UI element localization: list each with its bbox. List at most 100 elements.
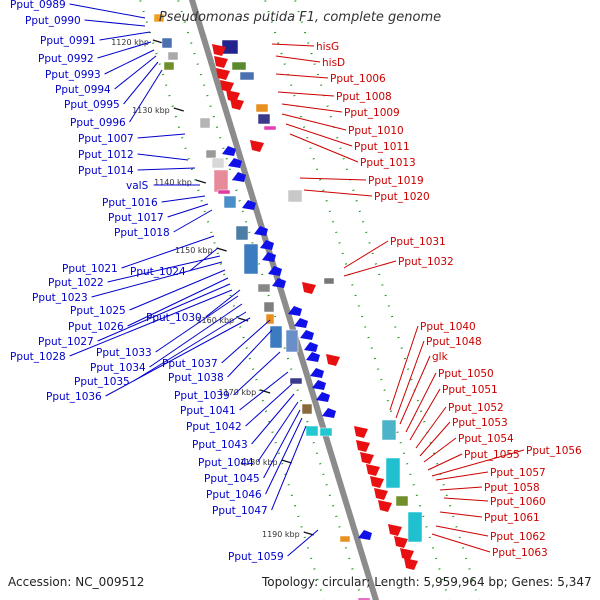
gene-block	[161, 37, 173, 49]
forward-gene-arrow	[222, 146, 236, 156]
gene-label-right: Pput_1020	[374, 191, 430, 203]
forward-gene-arrow	[228, 158, 242, 168]
leader-line-left	[137, 153, 189, 161]
leader-line-left	[137, 167, 196, 171]
reverse-strand-genes	[212, 44, 418, 570]
reverse-gene-arrow	[378, 500, 392, 512]
feature-track-3	[264, 0, 450, 600]
gene-label-right: hisD	[322, 57, 345, 69]
reverse-gene-arrow	[212, 44, 226, 56]
forward-gene-arrow	[232, 172, 246, 182]
leader-line-left	[271, 425, 307, 511]
gene-label-right: Pput_1051	[442, 384, 498, 396]
gene-block	[289, 377, 303, 385]
gene-block	[211, 157, 225, 169]
reverse-gene-arrow	[394, 536, 408, 548]
leader-line-left	[133, 311, 247, 382]
leader-line-left	[155, 295, 239, 353]
gene-label-left: Pput_1037	[162, 358, 218, 370]
ruler-label-1130-kbp: 1130 kbp	[132, 106, 170, 115]
gene-block	[305, 425, 319, 437]
forward-gene-arrow	[300, 330, 314, 340]
ruler-tick	[237, 317, 249, 322]
gene-block	[285, 329, 299, 353]
gene-block	[239, 71, 255, 81]
leader-line-right	[439, 486, 483, 491]
forward-gene-arrow	[242, 200, 256, 210]
map-title: Pseudomonas putida F1, complete genome	[158, 10, 442, 25]
leader-line-left	[149, 303, 243, 368]
forward-gene-arrow	[306, 352, 320, 362]
gene-block	[223, 195, 237, 209]
gene-label-right: Pput_1031	[390, 236, 446, 248]
gene-label-right: glk	[432, 351, 449, 363]
gene-block	[385, 457, 401, 489]
reverse-gene-arrow	[366, 464, 380, 476]
leader-line-right	[285, 123, 353, 147]
gene-label-right: Pput_1032	[398, 256, 454, 268]
gene-label-left: Pput_1059	[228, 551, 284, 563]
gene-label-left: Pput_1041	[180, 405, 236, 417]
gene-label-right: Pput_1006	[330, 73, 386, 85]
ruler-tick	[173, 107, 184, 112]
leader-line-right	[275, 73, 329, 79]
gene-label-left: valS	[126, 180, 149, 192]
gene-label-right: Pput_1052	[448, 402, 504, 414]
leader-line-left	[263, 409, 301, 479]
forward-gene-arrow	[268, 266, 282, 276]
leader-line-right	[303, 189, 373, 197]
leader-line-left	[233, 351, 281, 396]
gene-block	[301, 403, 313, 415]
reverse-gene-arrow	[226, 90, 240, 102]
forward-gene-arrow	[262, 252, 276, 262]
ruler-tick	[260, 389, 271, 394]
leader-line-left	[107, 255, 221, 283]
gene-label-left: Pput_0991	[40, 35, 96, 47]
gene-label-left: Pput_0992	[38, 53, 94, 65]
gene-label-left: Pput_1044	[198, 457, 254, 469]
gene-label-right: Pput_1062	[490, 531, 546, 543]
forward-gene-arrow	[358, 530, 372, 540]
gene-block	[205, 149, 217, 159]
gene-label-left: Pput_0989	[10, 0, 66, 11]
reverse-gene-arrow	[370, 476, 384, 488]
gene-label-right: Pput_1057	[490, 467, 546, 479]
gene-block	[263, 125, 277, 131]
gene-blocks	[153, 13, 423, 600]
gene-block	[217, 189, 231, 195]
leader-line-left	[173, 209, 213, 233]
gene-label-left: Pput_1033	[96, 347, 152, 359]
gene-block	[263, 301, 275, 313]
gene-label-right: Pput_1054	[458, 433, 514, 445]
leader-line-right	[343, 240, 389, 269]
reverse-gene-arrow	[404, 558, 418, 570]
leader-line-left	[251, 393, 295, 445]
forward-gene-arrow	[322, 408, 336, 418]
reverse-gene-arrow	[374, 488, 388, 500]
gene-block	[257, 283, 271, 293]
leader-line-left	[227, 329, 273, 378]
gene-block	[199, 117, 211, 129]
reverse-gene-arrow	[354, 426, 368, 438]
leader-line-right	[409, 388, 441, 441]
leader-line-left	[114, 55, 157, 90]
gene-label-left: Pput_1034	[90, 362, 146, 374]
right-label-group: hisGhisDPput_1006Pput_1008Pput_1009Pput_…	[271, 41, 582, 559]
ruler-label-1170-kbp: 1170 kbp	[218, 388, 256, 397]
gene-label-left: Pput_1022	[48, 277, 104, 289]
forward-gene-arrow	[294, 318, 308, 328]
gene-label-right: Pput_1009	[344, 107, 400, 119]
leader-line-left	[127, 277, 229, 327]
gene-label-left: Pput_0990	[25, 15, 81, 27]
gene-label-left: Pput_1021	[62, 263, 118, 275]
gene-block	[269, 325, 283, 349]
gene-block	[319, 427, 333, 437]
leader-line-left	[239, 371, 289, 411]
gene-block	[235, 225, 249, 241]
gene-label-left: Pput_1035	[74, 376, 130, 388]
ruler-label-1140-kbp: 1140 kbp	[154, 178, 192, 187]
gene-label-left: Pput_1024	[130, 266, 186, 278]
gene-label-left: Pput_1027	[38, 336, 94, 348]
ruler-tick	[195, 179, 207, 184]
gene-label-right: Pput_1055	[464, 449, 520, 461]
